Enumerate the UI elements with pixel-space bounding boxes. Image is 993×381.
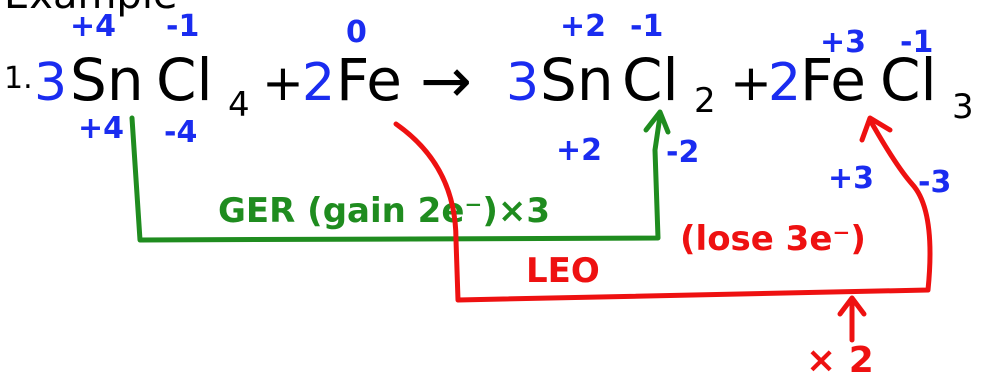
ox-sn-left: +4 bbox=[70, 9, 116, 44]
species-cl-left: Cl bbox=[156, 46, 213, 114]
total-cl-right-fe: -3 bbox=[918, 165, 951, 200]
subscript-cl-4: 4 bbox=[228, 85, 250, 125]
coef-sncl4: 3 bbox=[34, 53, 67, 113]
ger-label: GER (gain 2e⁻)×3 bbox=[218, 191, 550, 231]
multiplier-arrowhead bbox=[837, 295, 867, 317]
green-bracket-line bbox=[129, 113, 663, 243]
lose-label: (lose 3e⁻) bbox=[680, 219, 866, 259]
plus-sign-1: + bbox=[262, 54, 304, 112]
green-arrowhead bbox=[643, 109, 671, 135]
species-cl-sncl2: Cl bbox=[622, 46, 679, 114]
header-title: Example bbox=[4, 0, 178, 18]
coef-fe: 2 bbox=[302, 53, 335, 113]
species-sn-left: Sn bbox=[70, 46, 144, 114]
species-sn-right: Sn bbox=[540, 46, 614, 114]
total-sn-right: +2 bbox=[556, 133, 602, 168]
ox-fe-left: 0 bbox=[346, 15, 367, 50]
subscript-cl-3: 3 bbox=[952, 87, 974, 127]
leo-label: LEO bbox=[526, 251, 600, 291]
subscript-cl-2: 2 bbox=[694, 81, 716, 121]
total-cl-left: -4 bbox=[164, 115, 197, 150]
ox-cl-fecl3: -1 bbox=[900, 25, 933, 60]
total-fe-right: +3 bbox=[828, 161, 874, 196]
ox-cl-sncl2: -1 bbox=[630, 9, 663, 44]
coef-fecl3: 2 bbox=[768, 53, 801, 113]
coef-sncl2: 3 bbox=[506, 53, 539, 113]
species-fe-left: Fe bbox=[336, 46, 402, 114]
species-cl-fecl3: Cl bbox=[880, 46, 937, 114]
red-arrowhead bbox=[859, 115, 893, 143]
ox-fe-right: +3 bbox=[820, 25, 866, 60]
total-cl-right-sn: -2 bbox=[666, 135, 699, 170]
equation-number: 1. bbox=[4, 61, 33, 96]
total-sn-left: +4 bbox=[78, 111, 124, 146]
red-bracket-line bbox=[393, 117, 933, 303]
reaction-arrow: → bbox=[420, 44, 472, 117]
ox-sn-right: +2 bbox=[560, 9, 606, 44]
ox-cl-left: -1 bbox=[166, 9, 199, 44]
plus-sign-2: + bbox=[730, 54, 772, 112]
times-two-label: × 2 bbox=[806, 340, 874, 381]
species-fe-right: Fe bbox=[800, 46, 866, 114]
